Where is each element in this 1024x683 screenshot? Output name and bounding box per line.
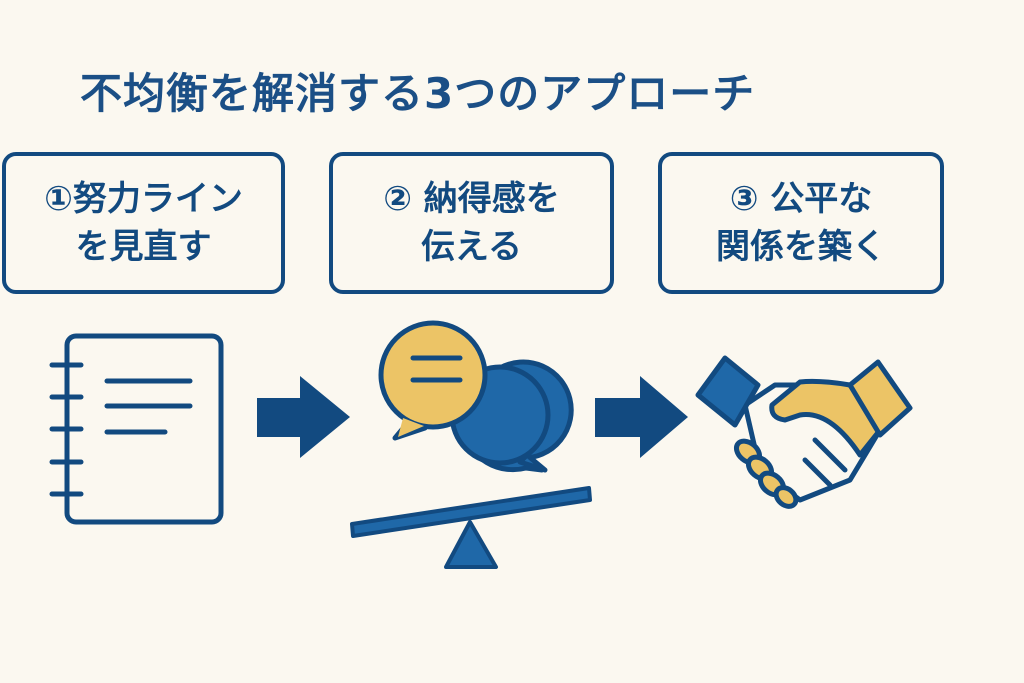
step-1-line2: を見直す	[75, 227, 212, 267]
step-3-line1: ③ 公平な	[729, 179, 873, 219]
step-1-line1: ①努力ライン	[44, 179, 243, 219]
step-box-2: ② 納得感を 伝える	[329, 152, 614, 294]
notebook-icon	[49, 333, 224, 525]
step-3-line2: 関係を築く	[716, 227, 886, 267]
step-2-line1: ② 納得感を	[383, 179, 560, 219]
arrow-right-icon-2	[595, 376, 688, 458]
seesaw-icon	[350, 486, 592, 569]
speech-bubbles-icon	[378, 320, 574, 473]
step-box-3: ③ 公平な 関係を築く	[658, 152, 944, 294]
page-title: 不均衡を解消する3つのアプローチ	[80, 69, 756, 118]
step-box-1: ①努力ライン を見直す	[2, 152, 285, 294]
step-2-line2: 伝える	[421, 227, 522, 267]
arrow-right-icon	[257, 376, 350, 458]
handshake-icon	[695, 355, 913, 509]
